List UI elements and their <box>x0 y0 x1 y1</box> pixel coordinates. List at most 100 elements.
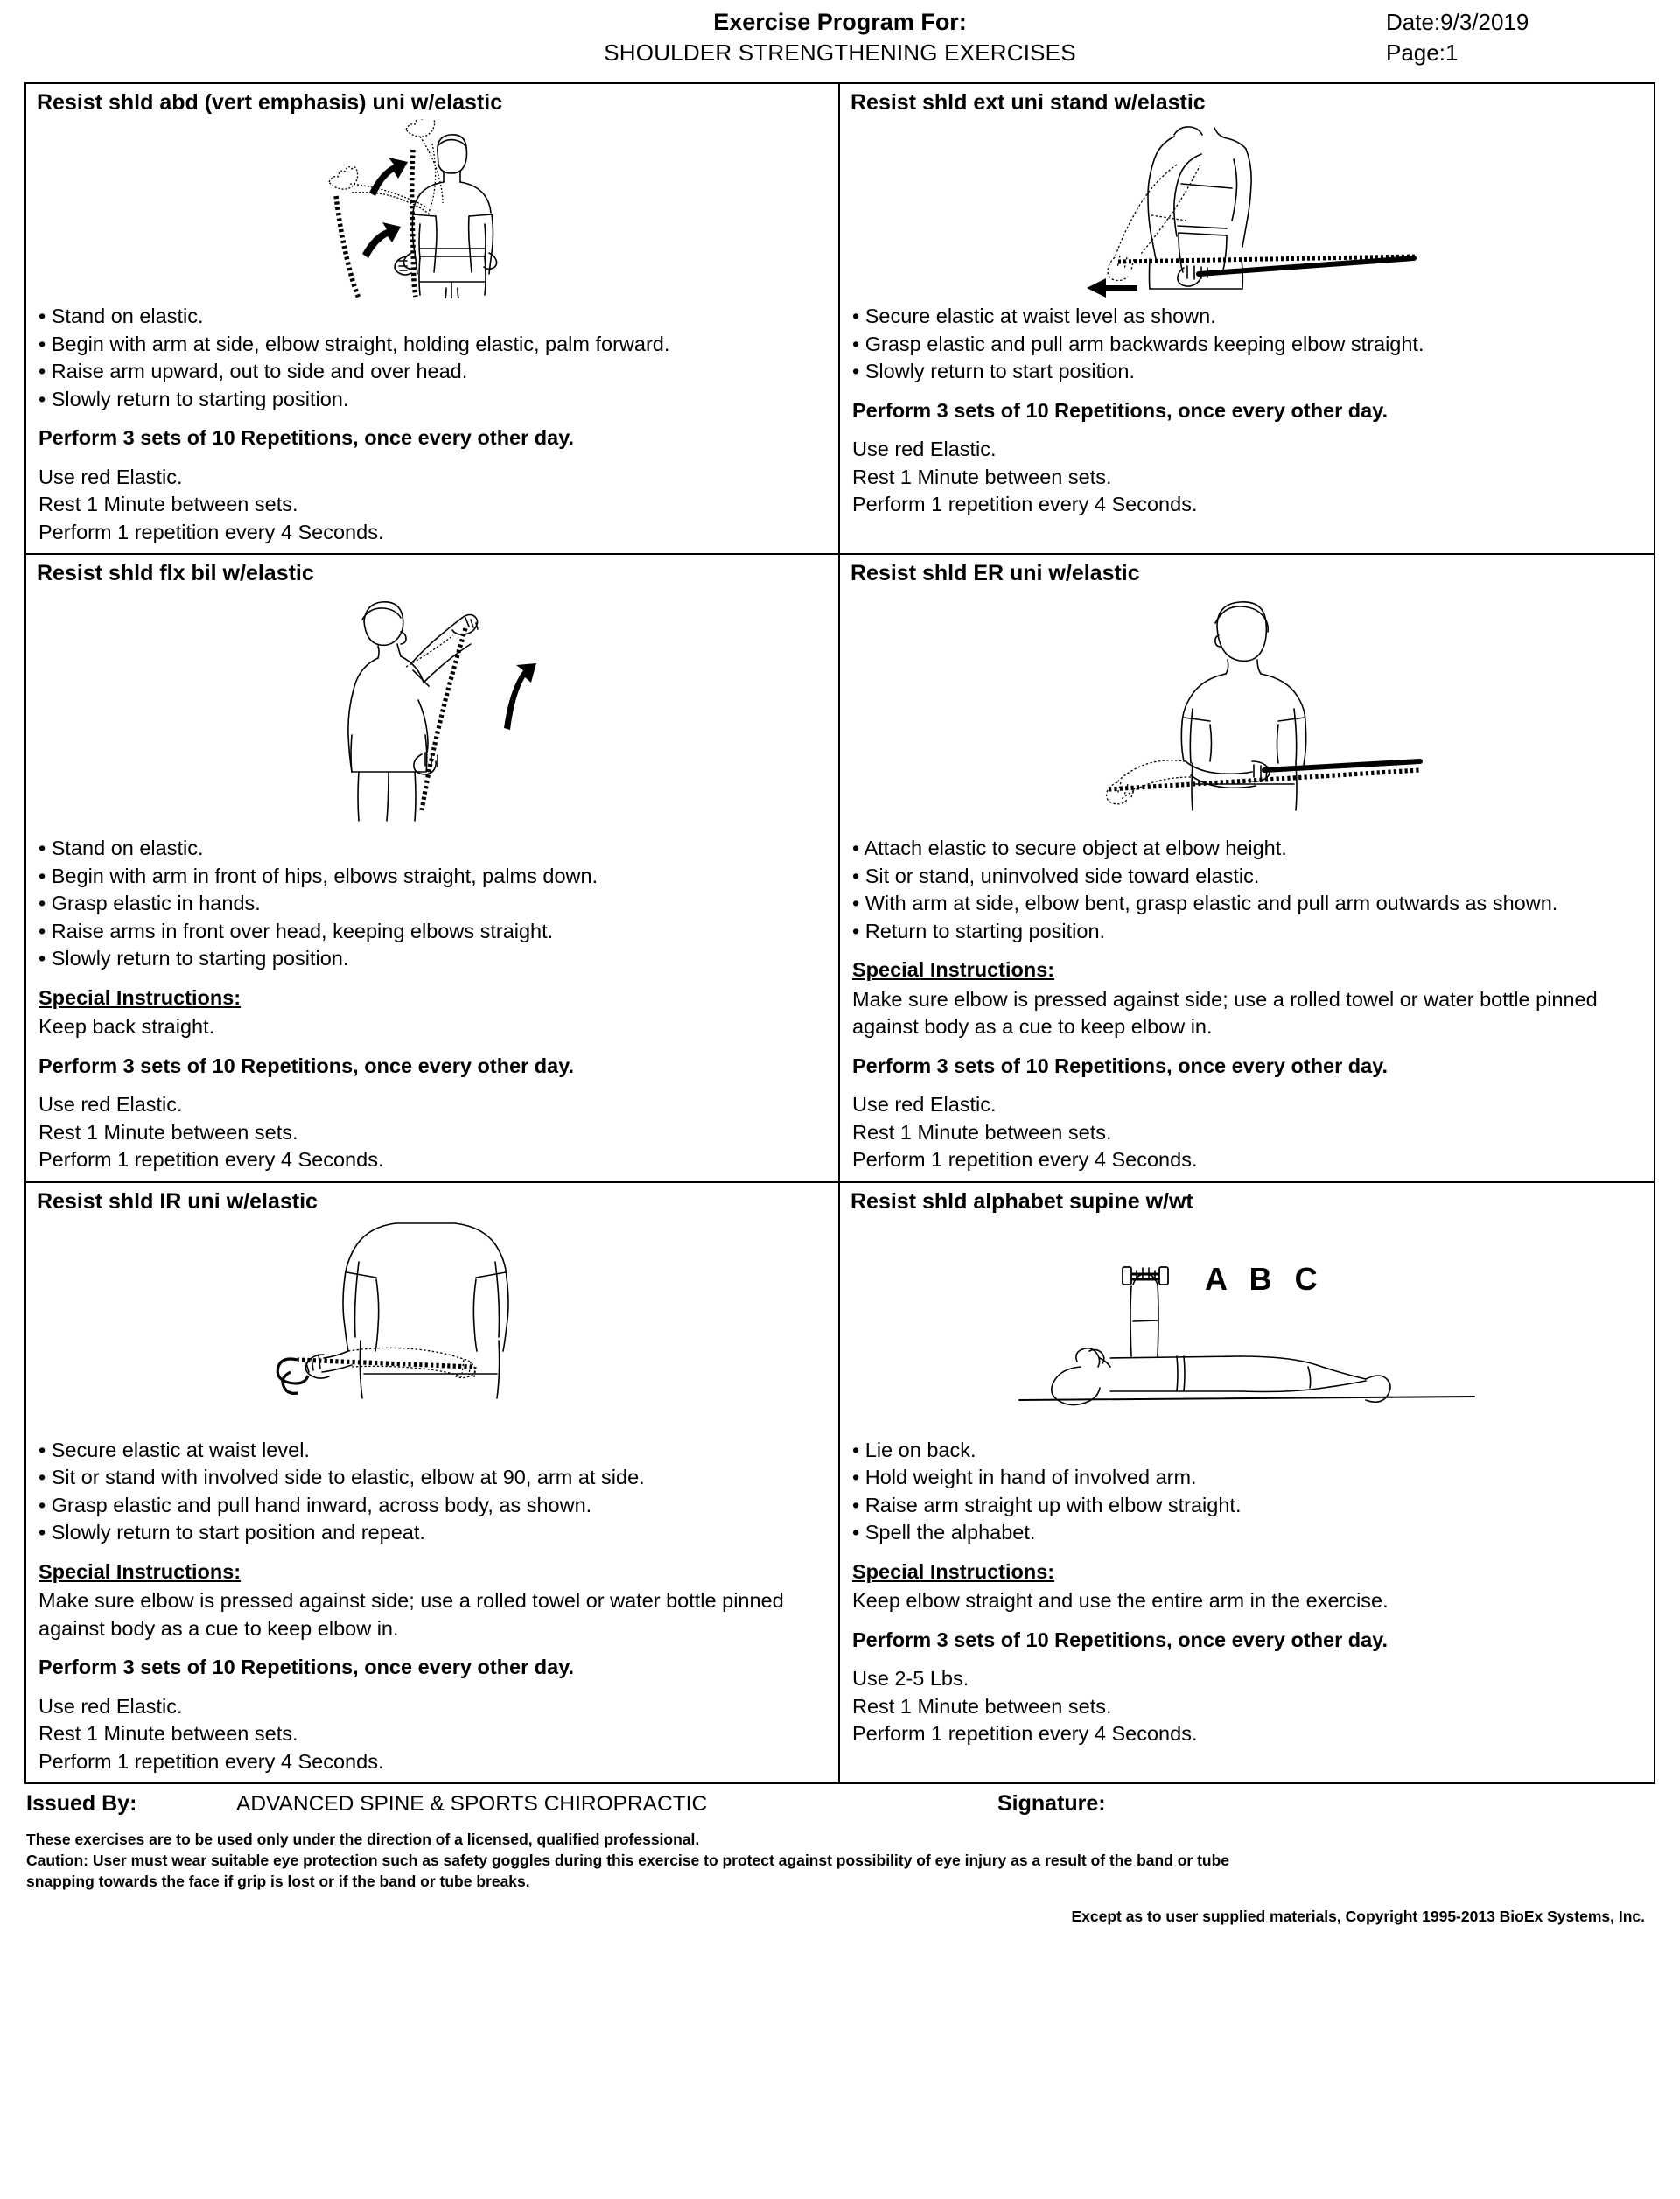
dosage-line: Rest 1 Minute between sets. <box>852 1120 1112 1144</box>
issued-by-row: Issued By: ADVANCED SPINE & SPORTS CHIRO… <box>24 1791 1656 1817</box>
special-instructions-label: Special Instructions: <box>38 985 242 1009</box>
dosage-line: Use red Elastic. <box>38 1694 183 1718</box>
exercise-illustration-standing-external-rotation-elastic <box>840 590 1654 835</box>
dosage-line: Perform 1 repetition every 4 Seconds. <box>852 1148 1198 1171</box>
instruction-bullet: • Begin with arm at side, elbow straight… <box>38 332 670 355</box>
dosage-block: Use red Elastic. Rest 1 Minute between s… <box>852 1091 1642 1174</box>
special-instructions-text: Make sure elbow is pressed against side;… <box>38 1589 784 1640</box>
exercise-row: Resist shld abd (vert emphasis) uni w/el… <box>26 84 1654 555</box>
exercise-instructions: • Secure elastic at waist level as shown… <box>840 303 1654 526</box>
dosage-line: Use red Elastic. <box>852 1093 997 1116</box>
instruction-bullets: • Secure elastic at waist level. • Sit o… <box>38 1437 826 1547</box>
instruction-bullet: • Slowly return to start position and re… <box>38 1521 425 1544</box>
exercise-illustration-standing-flexion-bilateral-elastic <box>26 590 838 835</box>
perform-line: Perform 3 sets of 10 Repetitions, once e… <box>38 1656 575 1678</box>
perform-line: Perform 3 sets of 10 Repetitions, once e… <box>38 426 575 449</box>
instruction-bullet: • Sit or stand, uninvolved side toward e… <box>852 864 1260 887</box>
dosage-line: Rest 1 Minute between sets. <box>38 1120 298 1144</box>
instruction-bullet: • Raise arms in front over head, keeping… <box>38 919 554 942</box>
perform-line: Perform 3 sets of 10 Repetitions, once e… <box>852 1054 1389 1077</box>
dosage-line: Perform 1 repetition every 4 Seconds. <box>852 493 1198 515</box>
special-instructions-label: Special Instructions: <box>852 1559 1055 1583</box>
exercise-title: Resist shld ext uni stand w/elastic <box>850 90 1206 115</box>
instruction-bullet: • Raise arm straight up with elbow strai… <box>852 1493 1242 1516</box>
exercise-illustration-standing-abduction-elastic <box>26 119 838 303</box>
dosage-block: Use red Elastic. Rest 1 Minute between s… <box>852 436 1642 519</box>
instruction-bullet: • Attach elastic to secure object at elb… <box>852 837 1287 859</box>
instruction-bullets: • Lie on back. • Hold weight in hand of … <box>852 1437 1642 1547</box>
exercise-title: Resist shld IR uni w/elastic <box>37 1188 318 1214</box>
special-instructions-text: Make sure elbow is pressed against side;… <box>852 987 1598 1039</box>
header-meta-block: Date:9/3/2019 Page:1 <box>1386 7 1587 68</box>
instruction-bullet: • Raise arm upward, out to side and over… <box>38 360 468 382</box>
disclaimer-line: snapping towards the face if grip is los… <box>26 1873 530 1890</box>
exercise-cell-3: Resist shld flx bil w/elastic <box>26 555 840 1181</box>
exercise-row: Resist shld flx bil w/elastic <box>26 555 1654 1183</box>
disclaimer-line: These exercises are to be used only unde… <box>26 1831 700 1848</box>
special-instructions-text: Keep elbow straight and use the entire a… <box>852 1589 1389 1612</box>
dosage-line: Rest 1 Minute between sets. <box>38 1722 298 1745</box>
instruction-bullet: • Slowly return to starting position. <box>38 387 349 410</box>
copyright-notice: Except as to user supplied materials, Co… <box>1071 1908 1645 1925</box>
illustration-label: A B C <box>1205 1261 1325 1297</box>
instruction-bullet: • Sit or stand with involved side to ela… <box>38 1466 645 1488</box>
instruction-bullet: • Slowly return to start position. <box>852 360 1135 382</box>
instruction-bullets: • Stand on elastic. • Begin with arm in … <box>38 835 826 973</box>
page-footer: Issued By: ADVANCED SPINE & SPORTS CHIRO… <box>24 1791 1656 1926</box>
exercise-instructions: • Attach elastic to secure object at elb… <box>840 835 1654 1181</box>
signature-label: Signature: <box>998 1791 1106 1816</box>
dosage-line: Rest 1 Minute between sets. <box>852 465 1112 488</box>
disclaimer-block: These exercises are to be used only unde… <box>24 1829 1656 1892</box>
instruction-bullets: • Secure elastic at waist level as shown… <box>852 303 1642 386</box>
dosage-line: Rest 1 Minute between sets. <box>38 493 298 515</box>
dosage-line: Use red Elastic. <box>38 465 183 488</box>
page-subtitle: SHOULDER STRENGTHENING EXERCISES <box>604 39 1076 66</box>
dosage-block: Use red Elastic. Rest 1 Minute between s… <box>38 1091 826 1174</box>
page-header: Exercise Program For: SHOULDER STRENGTHE… <box>24 0 1656 82</box>
exercise-illustration-supine-alphabet-weight: A B C <box>840 1218 1654 1437</box>
issued-by-label: Issued By: <box>26 1791 137 1816</box>
page-number: Page:1 <box>1386 39 1459 66</box>
exercise-row: Resist shld IR uni w/elastic <box>26 1182 1654 1783</box>
dosage-line: Perform 1 repetition every 4 Seconds. <box>852 1722 1198 1745</box>
exercise-instructions: • Stand on elastic. • Begin with arm in … <box>26 835 838 1181</box>
instruction-bullet: • Stand on elastic. <box>38 305 204 327</box>
exercise-cell-6: Resist shld alphabet supine w/wt <box>840 1183 1654 1783</box>
exercise-cell-1: Resist shld abd (vert emphasis) uni w/el… <box>26 84 840 553</box>
dosage-line: Perform 1 repetition every 4 Seconds. <box>38 1749 384 1773</box>
instruction-bullets: • Stand on elastic. • Begin with arm at … <box>38 303 826 413</box>
dosage-line: Use red Elastic. <box>38 1093 183 1116</box>
exercise-instructions: • Lie on back. • Hold weight in hand of … <box>840 1437 1654 1755</box>
exercise-title: Resist shld ER uni w/elastic <box>850 561 1140 585</box>
dosage-line: Perform 1 repetition every 4 Seconds. <box>38 520 384 543</box>
instruction-bullet: • Hold weight in hand of involved arm. <box>852 1466 1197 1488</box>
instruction-bullet: • Slowly return to starting position. <box>38 947 349 970</box>
issued-by-value: ADVANCED SPINE & SPORTS CHIROPRACTIC <box>236 1792 708 1816</box>
instruction-bullet: • Return to starting position. <box>852 919 1106 942</box>
perform-line: Perform 3 sets of 10 Repetitions, once e… <box>852 1628 1389 1651</box>
page-title: Exercise Program For: <box>713 9 967 35</box>
exercise-illustration-standing-extension-elastic <box>840 119 1654 303</box>
instruction-bullet: • Grasp elastic and pull hand inward, ac… <box>38 1493 592 1516</box>
disclaimer-line: Caution: User must wear suitable eye pro… <box>26 1852 1230 1869</box>
dosage-line: Use 2-5 Lbs. <box>852 1667 970 1690</box>
exercise-cell-4: Resist shld ER uni w/elastic <box>840 555 1654 1181</box>
instruction-bullet: • Spell the alphabet. <box>852 1521 1036 1544</box>
dosage-block: Use 2-5 Lbs. Rest 1 Minute between sets.… <box>852 1665 1642 1748</box>
instruction-bullets: • Attach elastic to secure object at elb… <box>852 835 1642 945</box>
instruction-bullet: • Grasp elastic in hands. <box>38 892 261 914</box>
perform-line: Perform 3 sets of 10 Repetitions, once e… <box>38 1054 575 1077</box>
exercise-cell-2: Resist shld ext uni stand w/elastic <box>840 84 1654 553</box>
instruction-bullet: • Grasp elastic and pull arm backwards k… <box>852 332 1424 355</box>
dosage-line: Use red Elastic. <box>852 438 997 460</box>
perform-line: Perform 3 sets of 10 Repetitions, once e… <box>852 398 1389 422</box>
dosage-line: Perform 1 repetition every 4 Seconds. <box>38 1148 384 1171</box>
dosage-block: Use red Elastic. Rest 1 Minute between s… <box>38 464 826 547</box>
instruction-bullet: • Begin with arm in front of hips, elbow… <box>38 864 598 887</box>
exercise-instructions: • Secure elastic at waist level. • Sit o… <box>26 1437 838 1783</box>
program-date: Date:9/3/2019 <box>1386 9 1530 35</box>
exercise-illustration-standing-internal-rotation-elastic <box>26 1218 838 1437</box>
dosage-line: Rest 1 Minute between sets. <box>852 1694 1112 1718</box>
exercise-title: Resist shld flx bil w/elastic <box>37 561 314 585</box>
